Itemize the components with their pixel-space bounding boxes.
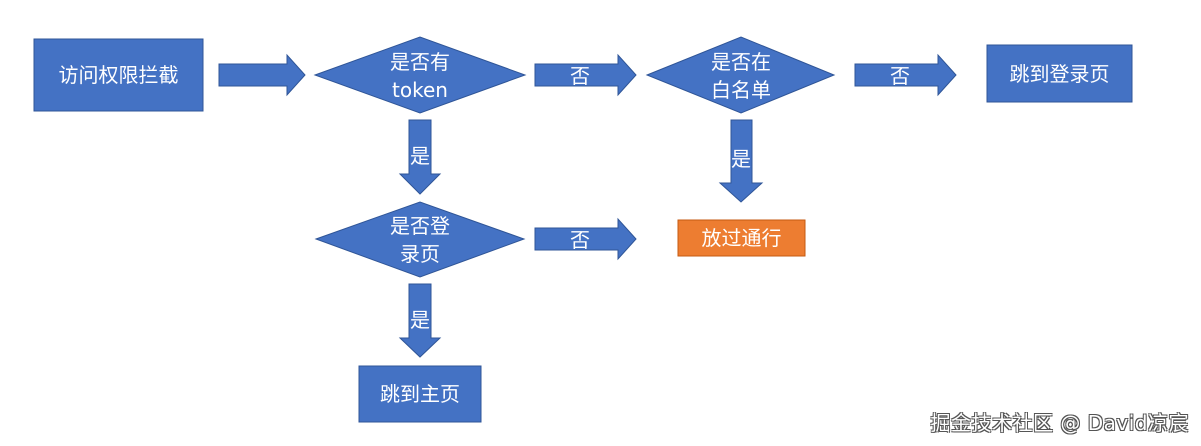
node-allow-pass: 放过通行 xyxy=(677,219,806,257)
svg-text:跳到登录页: 跳到登录页 xyxy=(1010,62,1110,86)
svg-text:是否有: 是否有 xyxy=(390,50,450,74)
svg-text:访问权限拦截: 访问权限拦截 xyxy=(59,63,179,87)
arrow-whitelist-yes: 是 xyxy=(718,119,764,203)
node-goto-home: 跳到主页 xyxy=(358,365,482,423)
svg-text:是否在: 是否在 xyxy=(711,50,771,74)
arrow-token-no: 否 xyxy=(534,53,637,97)
arrow-intercept-to-token xyxy=(218,53,306,97)
edge-label-login-page-no: 否 xyxy=(570,228,590,252)
edge-label-whitelist-no: 否 xyxy=(890,64,910,88)
edge-label-token-no: 否 xyxy=(570,64,590,88)
svg-text:白名单: 白名单 xyxy=(711,78,771,102)
svg-text:是否登: 是否登 xyxy=(390,214,450,238)
svg-text:跳到主页: 跳到主页 xyxy=(380,382,460,406)
decision-is-login-page: 是否登 录页 xyxy=(314,201,526,278)
svg-text:录页: 录页 xyxy=(400,242,440,266)
edge-label-token-yes: 是 xyxy=(410,144,430,168)
arrow-login-page-yes: 是 xyxy=(398,283,442,358)
svg-text:放过通行: 放过通行 xyxy=(702,226,782,250)
edge-label-login-page-yes: 是 xyxy=(410,308,430,332)
node-goto-login: 跳到登录页 xyxy=(986,44,1133,103)
edge-label-whitelist-yes: 是 xyxy=(731,147,751,171)
node-access-intercept: 访问权限拦截 xyxy=(33,38,204,112)
svg-text:token: token xyxy=(392,78,448,102)
arrow-login-page-no: 否 xyxy=(534,217,637,261)
decision-has-token: 是否有 token xyxy=(313,36,527,114)
arrow-token-yes: 是 xyxy=(398,119,442,195)
watermark-text: 掘金技术社区 @ David凉宸 xyxy=(930,411,1189,435)
arrow-whitelist-no: 否 xyxy=(854,53,957,97)
decision-in-whitelist: 是否在 白名单 xyxy=(645,36,836,114)
